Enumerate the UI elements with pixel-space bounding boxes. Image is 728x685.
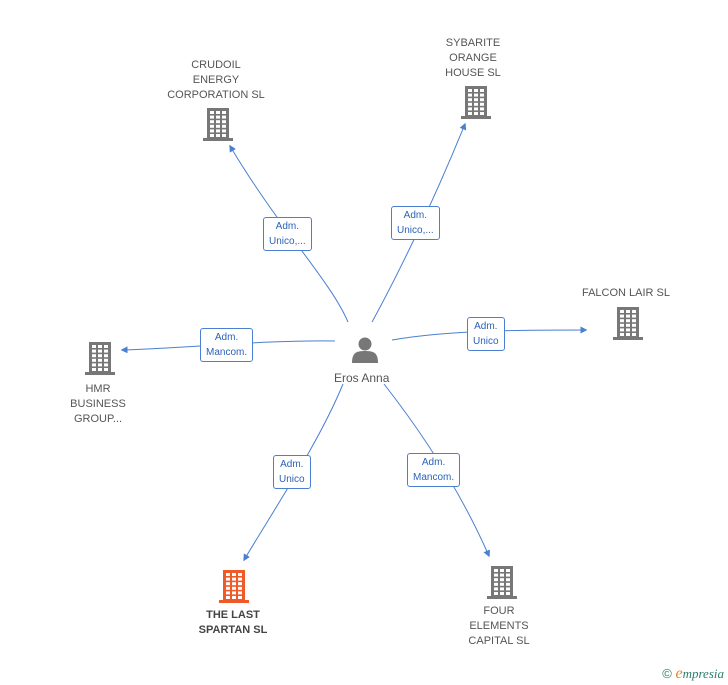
building-icon-spartan[interactable] xyxy=(219,570,249,603)
company-label-crudoil[interactable]: CRUDOIL ENERGY CORPORATION SL xyxy=(167,59,265,101)
building-icon-hmr[interactable] xyxy=(85,342,115,375)
relation-label-four[interactable]: Adm. Mancom. xyxy=(407,453,461,487)
person-icon[interactable] xyxy=(352,337,378,364)
relation-label-hmr[interactable]: Adm. Mancom. xyxy=(200,328,254,362)
relation-label-sybarite[interactable]: Adm. Unico,... xyxy=(391,206,440,240)
relation-label-crudoil[interactable]: Adm. Unico,... xyxy=(263,217,312,251)
company-label-falcon[interactable]: FALCON LAIR SL xyxy=(581,287,671,299)
relation-label-falcon[interactable]: Adm. Unico xyxy=(467,317,505,351)
copyright-icon: © xyxy=(662,666,672,681)
building-icon-sybarite[interactable] xyxy=(461,86,491,119)
relation-label-spartan[interactable]: Adm. Unico xyxy=(273,455,311,489)
edges-layer xyxy=(120,122,588,562)
company-label-hmr[interactable]: HMR BUSINESS GROUP... xyxy=(70,383,126,425)
building-icon-falcon[interactable] xyxy=(613,307,643,340)
building-icon-crudoil[interactable] xyxy=(203,108,233,141)
company-label-sybarite[interactable]: SYBARITE ORANGE HOUSE SL xyxy=(445,37,501,79)
company-label-spartan[interactable]: THE LAST SPARTAN SL xyxy=(198,609,268,636)
brand-logo-text: mpresia xyxy=(682,666,724,681)
company-label-four[interactable]: FOUR ELEMENTS CAPITAL SL xyxy=(468,605,530,647)
nodes-layer xyxy=(85,86,643,603)
brand-footer: © empresia xyxy=(662,665,724,683)
person-name[interactable]: Eros Anna xyxy=(334,371,390,385)
brand-logo-e: e xyxy=(675,665,683,682)
building-icon-four[interactable] xyxy=(487,566,517,599)
